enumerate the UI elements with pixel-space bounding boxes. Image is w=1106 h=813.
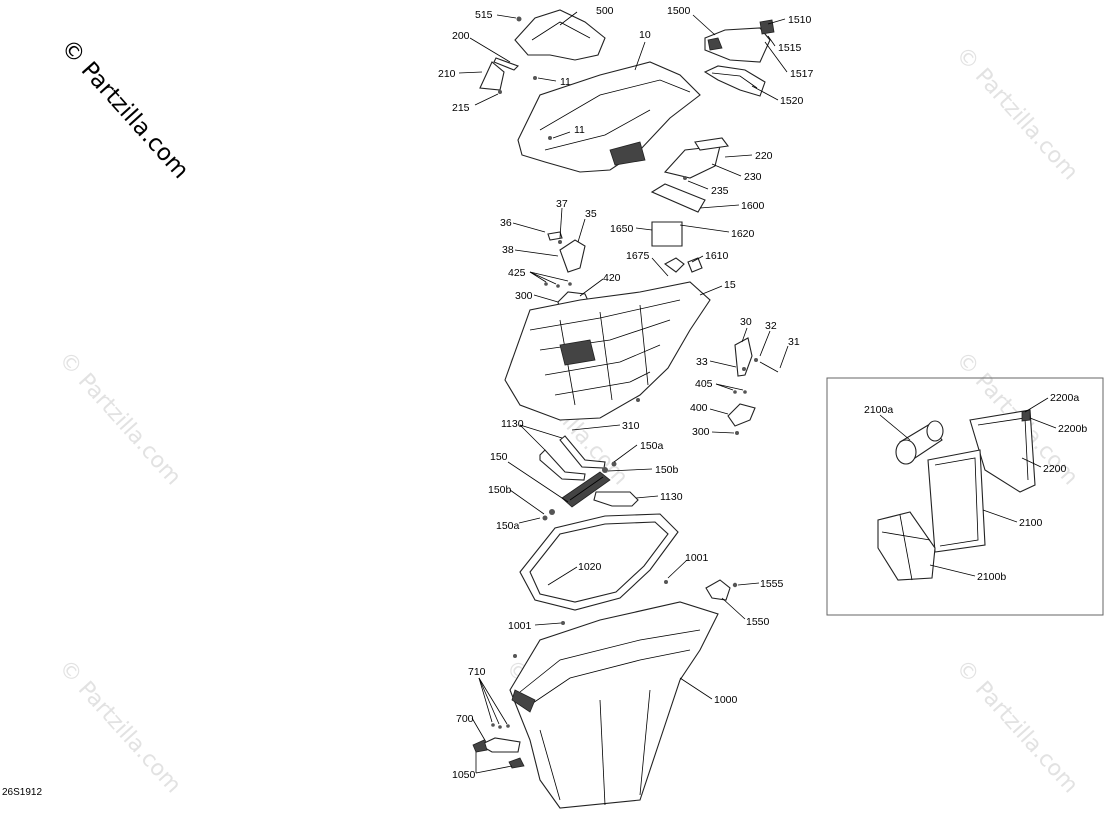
part-shapes [472, 9, 1036, 809]
part-label: 1517 [790, 68, 814, 80]
part-label: 2200 [1043, 463, 1067, 475]
part-label: 150 [490, 451, 508, 463]
part-label: 1510 [788, 14, 812, 26]
part-label: 32 [765, 320, 777, 332]
part-label: 1515 [778, 42, 802, 54]
part-label: 210 [438, 68, 456, 80]
part-label: 515 [475, 9, 493, 21]
part-label: 1500 [667, 5, 691, 17]
part-label: 150a [496, 520, 520, 532]
part-label: 300 [692, 426, 710, 438]
leader-lines [458, 11, 1057, 774]
part-label: 230 [744, 171, 762, 183]
part-label: 235 [711, 185, 729, 197]
part-label: 31 [788, 336, 800, 348]
part-label: 1550 [746, 616, 770, 628]
part-label: 150b [655, 464, 679, 476]
part-label: 33 [696, 356, 708, 368]
part-label: 36 [500, 217, 512, 229]
part-label: 2100 [1019, 517, 1043, 529]
part-label: 10 [639, 29, 651, 41]
part-label: 2100b [977, 571, 1006, 583]
part-label: 220 [755, 150, 773, 162]
part-label: 1130 [501, 418, 524, 430]
part-label: 200 [452, 30, 470, 42]
part-label: 1600 [741, 200, 765, 212]
part-label: 405 [695, 378, 713, 390]
part-label: 37 [556, 198, 568, 210]
part-label: 1620 [731, 228, 755, 240]
part-label: 1520 [780, 95, 804, 107]
part-label: 150b [488, 484, 512, 496]
part-label: 420 [603, 272, 621, 284]
part-label: 1130 [660, 491, 683, 503]
part-label: 1555 [760, 578, 784, 590]
part-label: 1610 [705, 250, 729, 262]
diagram-code: 26S1912 [2, 787, 42, 798]
part-label: 30 [740, 316, 752, 328]
inset-box [826, 377, 1104, 616]
part-label: 1020 [578, 561, 602, 573]
part-label: 310 [622, 420, 640, 432]
part-label: 2200b [1058, 423, 1087, 435]
part-label: 700 [456, 713, 474, 725]
part-label: 38 [502, 244, 514, 256]
watermark-faded: © Partzilla.com [951, 655, 1083, 798]
part-label: 11 [574, 124, 585, 136]
watermark-faded: © Partzilla.com [54, 655, 186, 798]
part-label: 400 [690, 402, 708, 414]
part-label: 35 [585, 208, 597, 220]
watermark-faded: © Partzilla.com [54, 347, 186, 490]
watermark-faded: © Partzilla.com [951, 42, 1083, 185]
part-label: 1675 [626, 250, 650, 262]
part-label: 1000 [714, 694, 738, 706]
watermark-main: © Partzilla.com [56, 35, 194, 184]
part-label: 1001 [508, 620, 532, 632]
part-label: 1001 [685, 552, 709, 564]
part-label: 215 [452, 102, 470, 114]
part-label: 1650 [610, 223, 634, 235]
part-label: 2100a [864, 404, 893, 416]
part-label: 150a [640, 440, 664, 452]
part-label: 500 [596, 5, 614, 17]
part-label: 710 [468, 666, 486, 678]
part-label: 15 [724, 279, 736, 291]
part-labels: 515 500 200 210 215 11 11 10 1500 1510 1… [438, 5, 1087, 781]
part-label: 425 [508, 267, 526, 279]
part-label: 11 [560, 76, 571, 88]
part-label: 1050 [452, 769, 476, 781]
part-label: 2200a [1050, 392, 1079, 404]
part-label: 300 [515, 290, 533, 302]
